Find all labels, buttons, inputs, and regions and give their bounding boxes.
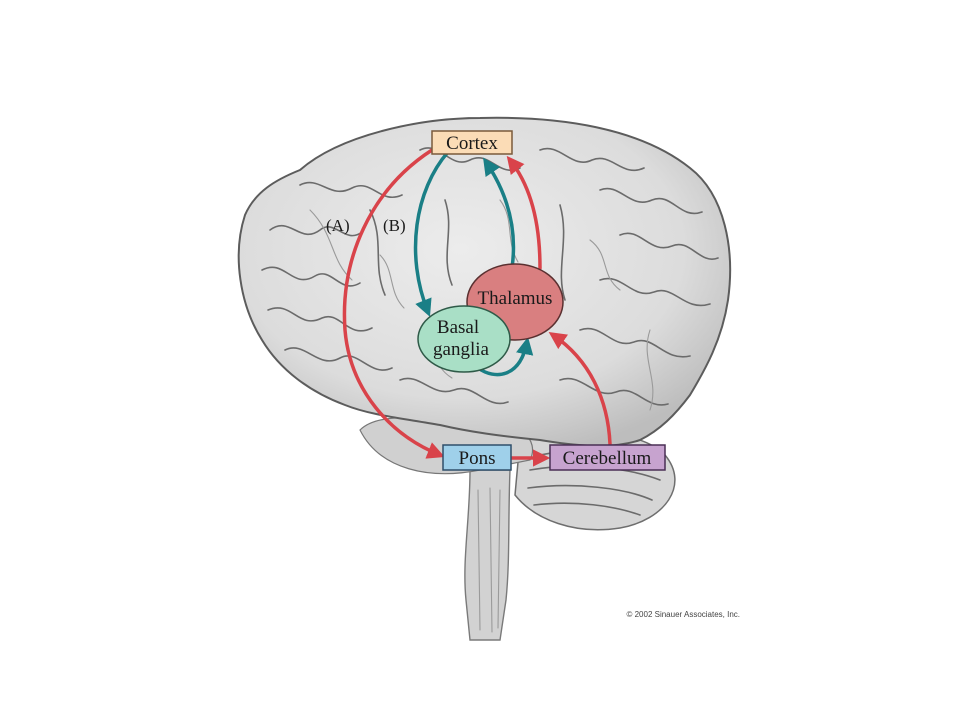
arrow-cortex-to-basal-ganglia [413,150,450,317]
thalamus-label: Thalamus [478,288,553,309]
arrow-thalamus-to-cortex-a [506,155,542,270]
pathway-a-arrows [342,148,612,467]
cortex-label: Cortex [446,133,498,154]
pathway-a-label: (A) [326,216,350,235]
brainstem-shape [464,469,511,641]
pathway-b-arrows [413,150,534,377]
pons-label: Pons [459,448,496,469]
gyri-detail [261,147,719,411]
cortex-node: Cortex [431,130,513,155]
arrow-cerebellum-to-thalamus [548,332,612,446]
arrow-basal-ganglia-to-thalamus [476,336,534,377]
basal-ganglia-node: Basal ganglia [417,305,511,373]
brain-illustration [237,116,732,641]
basal-ganglia-label-line2: ganglia [433,339,489,360]
copyright-credit: © 2002 Sinauer Associates, Inc. [626,610,740,619]
pons-node: Pons [442,444,512,471]
arrow-thalamus-to-cortex-b [483,157,516,270]
arrow-cortex-to-pons [342,148,445,459]
pathway-b-label: (B) [383,216,406,235]
cerebellum-node: Cerebellum [549,444,666,471]
cerebellum-label: Cerebellum [563,448,652,469]
basal-ganglia-label-line1: Basal [437,317,479,338]
